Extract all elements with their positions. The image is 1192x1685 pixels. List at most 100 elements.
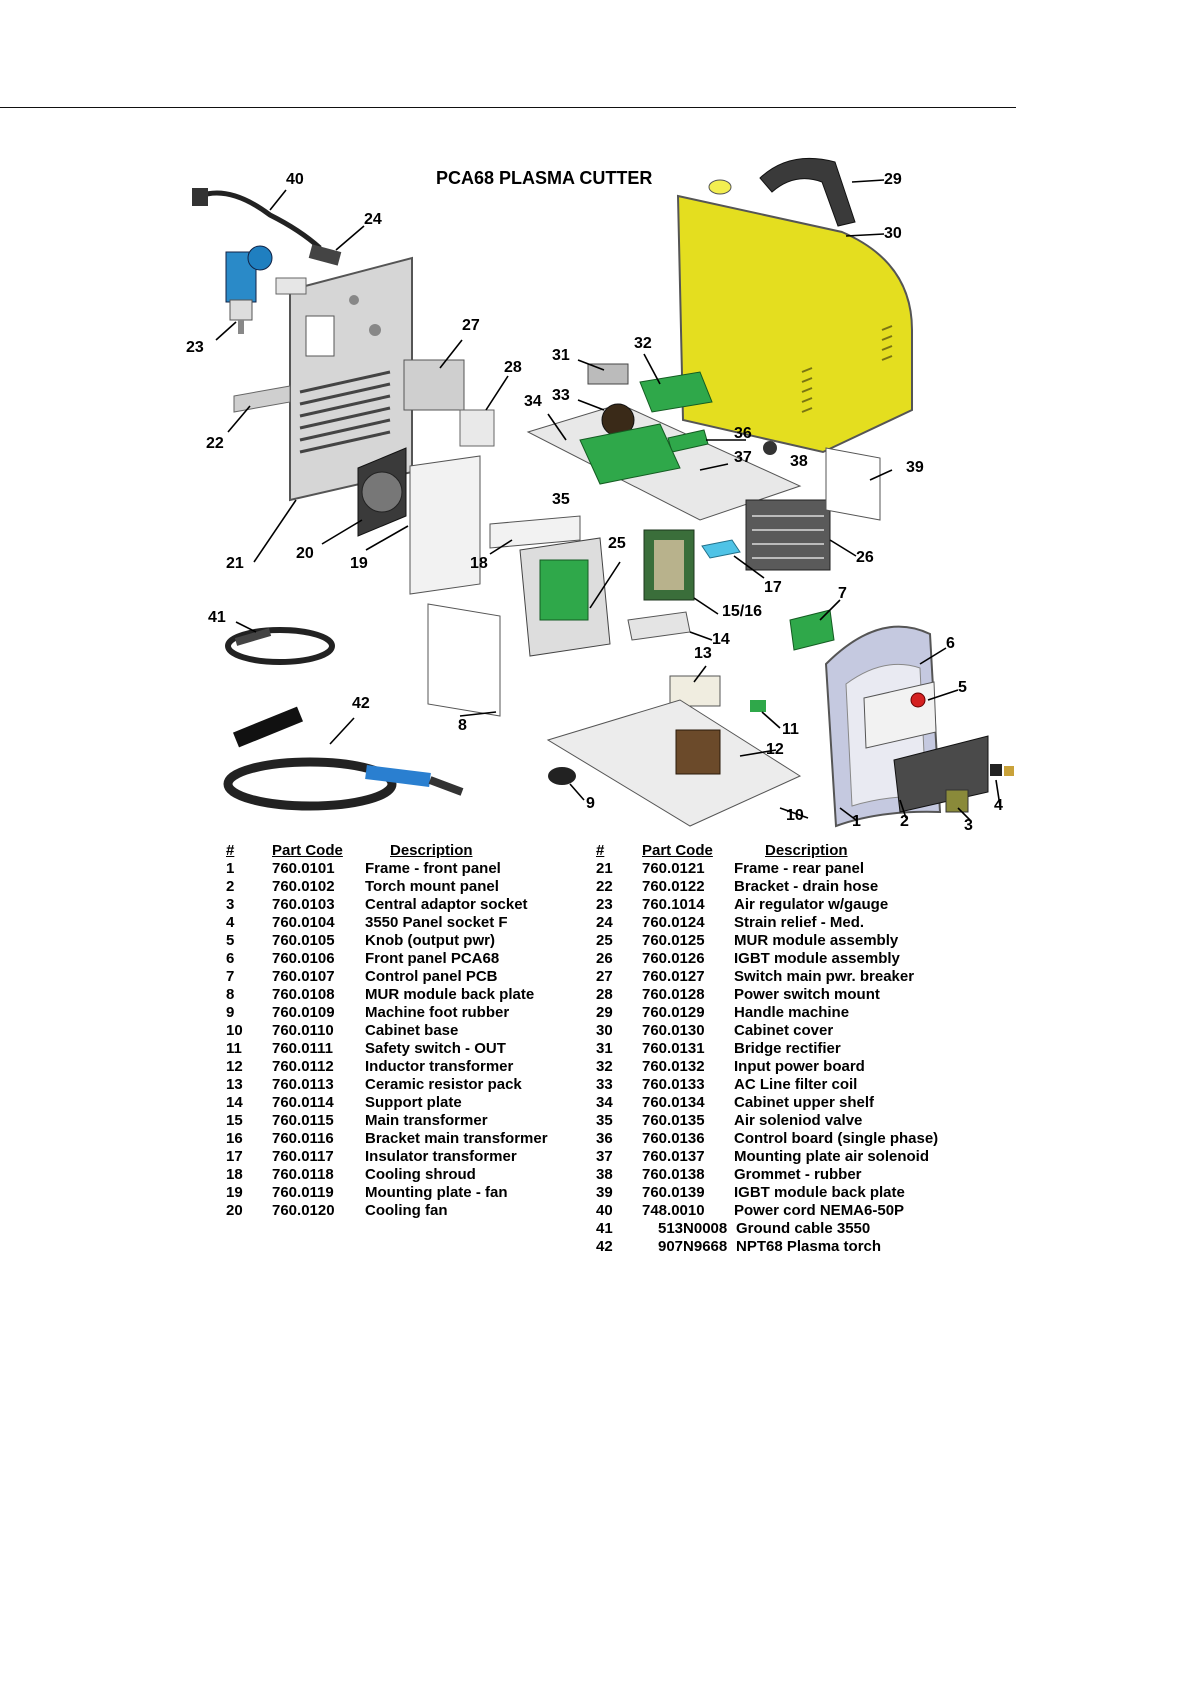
callout-34: 34 <box>524 393 542 410</box>
callout-19: 19 <box>350 555 368 572</box>
part-number: 40 <box>596 1202 613 1219</box>
callout-9: 9 <box>586 795 595 812</box>
callout-41: 41 <box>208 609 226 626</box>
part-code: 760.0105 <box>272 932 335 949</box>
part-description: Cabinet cover <box>734 1022 834 1039</box>
part-description: Bridge rectifier <box>734 1040 841 1057</box>
callout-30: 30 <box>884 225 902 242</box>
exploded-diagram: PCA68 PLASMA CUTTER 40 24 23 22 21 20 19… <box>186 157 1014 834</box>
part-description: Ceramic resistor pack <box>365 1076 522 1093</box>
callout-25: 25 <box>608 535 626 552</box>
callout-1: 1 <box>852 813 861 830</box>
part-code: 760.0101 <box>272 860 335 877</box>
part-number: 14 <box>226 1094 243 1111</box>
part-number: 13 <box>226 1076 243 1093</box>
part-description: Frame - front panel <box>365 860 501 877</box>
part-number: 7 <box>226 968 235 985</box>
callout-11: 11 <box>782 721 799 738</box>
part-code: 513N0008 <box>658 1220 728 1237</box>
part-number: 24 <box>596 914 613 931</box>
header-part-code: Part Code <box>272 842 343 859</box>
part-code: 760.0124 <box>642 914 705 931</box>
callout-21: 21 <box>226 555 244 572</box>
callout-7: 7 <box>838 585 847 602</box>
part-number: 16 <box>226 1130 243 1147</box>
part-description: IGBT module assembly <box>734 950 900 967</box>
part-description: Control panel PCB <box>365 968 498 985</box>
part-number: 29 <box>596 1004 613 1021</box>
callout-38: 38 <box>790 453 808 470</box>
callout-20: 20 <box>296 545 314 562</box>
part-code: 760.0110 <box>272 1022 334 1039</box>
part-number: 9 <box>226 1004 235 1021</box>
part-description: Control board (single phase) <box>734 1130 939 1147</box>
part-description: Cabinet upper shelf <box>734 1094 875 1111</box>
callout-8: 8 <box>458 717 467 734</box>
part-number: 36 <box>596 1130 613 1147</box>
part-code: 760.0119 <box>272 1184 334 1201</box>
callout-23: 23 <box>186 339 204 356</box>
header-number: # <box>596 842 605 859</box>
part-number: 38 <box>596 1166 613 1183</box>
part-code: 760.0115 <box>272 1112 334 1129</box>
part-number: 23 <box>596 896 613 913</box>
part-number: 26 <box>596 950 613 967</box>
part-number: 8 <box>226 986 235 1003</box>
part-description: Bracket - drain hose <box>734 878 879 895</box>
part-code: 760.0139 <box>642 1184 705 1201</box>
air-regulator-shape <box>225 245 273 334</box>
part-number: 10 <box>226 1022 243 1039</box>
part-code: 760.0128 <box>642 986 705 1003</box>
callout-13: 13 <box>694 645 712 662</box>
callout-14: 14 <box>712 631 730 648</box>
part-description: Machine foot rubber <box>365 1004 510 1021</box>
part-description: AC Line filter coil <box>734 1076 858 1093</box>
part-description: Inductor transformer <box>365 1058 514 1075</box>
header-description: Description <box>765 842 848 859</box>
part-number: 21 <box>596 860 613 877</box>
part-description: Main transformer <box>365 1112 488 1129</box>
cooling-fan-shape <box>357 447 407 537</box>
part-description: Insulator transformer <box>365 1148 517 1165</box>
part-code: 760.0130 <box>642 1022 705 1039</box>
part-number: 15 <box>226 1112 243 1129</box>
part-number: 19 <box>226 1184 243 1201</box>
part-number: 37 <box>596 1148 613 1165</box>
callout-17: 17 <box>764 579 782 596</box>
callout-10: 10 <box>786 807 804 824</box>
diagram-title: PCA68 PLASMA CUTTER <box>436 168 653 188</box>
part-code: 760.0104 <box>272 914 335 931</box>
part-number: 5 <box>226 932 235 949</box>
part-number: 1 <box>226 860 235 877</box>
part-description: Torch mount panel <box>365 878 499 895</box>
header-part-code: Part Code <box>642 842 713 859</box>
header-number: # <box>226 842 235 859</box>
part-code: 760.0112 <box>272 1058 334 1075</box>
strain-relief-shape <box>308 244 342 266</box>
part-code: 760.0114 <box>272 1094 334 1111</box>
part-number: 27 <box>596 968 613 985</box>
callout-24: 24 <box>364 211 382 228</box>
part-code: 760.0138 <box>642 1166 705 1183</box>
part-code: 760.0120 <box>272 1202 335 1219</box>
callout-12: 12 <box>766 741 784 758</box>
callout-33: 33 <box>552 387 570 404</box>
part-number: 39 <box>596 1184 613 1201</box>
part-number: 12 <box>226 1058 243 1075</box>
part-number: 28 <box>596 986 613 1003</box>
part-number: 4 <box>226 914 235 931</box>
part-number: 41 <box>596 1220 613 1237</box>
part-code: 760.0116 <box>272 1130 334 1147</box>
callout-40: 40 <box>286 171 304 188</box>
part-description: Bracket main transformer <box>365 1130 548 1147</box>
part-description: NPT68 Plasma torch <box>736 1238 882 1255</box>
cabinet-cover-shape <box>676 194 913 454</box>
part-number: 2 <box>226 878 235 895</box>
part-description: Strain relief - Med. <box>734 914 865 931</box>
part-description: Safety switch - OUT <box>365 1040 506 1057</box>
part-code: 760.0132 <box>642 1058 705 1075</box>
part-code: 907N9668 <box>658 1238 728 1255</box>
callout-31: 31 <box>552 347 570 364</box>
part-code: 760.0102 <box>272 878 335 895</box>
part-code: 760.0109 <box>272 1004 335 1021</box>
